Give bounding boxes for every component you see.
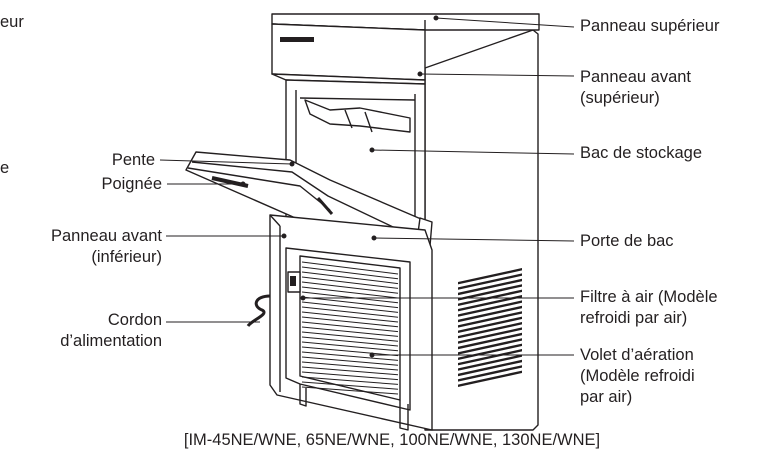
- vent-slot: [458, 311, 522, 328]
- vent-slot: [458, 316, 522, 333]
- vent-slot: [458, 273, 522, 290]
- model-caption: [IM-45NE/WNE, 65NE/WNE, 100NE/WNE, 130NE…: [183, 431, 601, 449]
- vent-slot: [458, 327, 522, 344]
- label-front-panel-lower: Panneau avant (inférieur): [51, 226, 162, 268]
- label-louver-line1: Volet d’aération: [580, 346, 694, 364]
- power-cord-shape: [246, 294, 271, 328]
- label-handle: Poignée: [101, 174, 162, 195]
- label-power-cord: Cordon d’alimentation: [60, 310, 162, 352]
- vent-slot: [458, 349, 522, 366]
- leader-storage-bin: [371, 149, 575, 155]
- vent-slot: [458, 365, 522, 382]
- vent-slot: [458, 354, 522, 371]
- label-storage-bin-text: Bac de stockage: [580, 144, 702, 162]
- clipped-text-middle: e: [0, 159, 10, 177]
- label-front-panel-upper-line1: Panneau avant: [580, 68, 692, 86]
- louver-slat: [301, 296, 399, 309]
- louver-slat: [301, 346, 399, 357]
- vent-slot: [458, 332, 522, 350]
- louver-slat: [301, 371, 399, 381]
- louver-slat: [301, 341, 399, 352]
- label-power-cord-line1: Cordon: [107, 311, 162, 329]
- label-front-panel-lower-line2: (inférieur): [91, 248, 162, 266]
- louver-slat: [301, 351, 399, 361]
- leader-top-panel: [435, 17, 575, 28]
- louver-slat: [301, 281, 399, 294]
- louver-slat: [301, 361, 399, 371]
- louver-slat: [301, 321, 399, 333]
- vent-slot: [458, 305, 522, 323]
- louver-slat: [301, 266, 399, 280]
- louver-slat: [301, 311, 399, 323]
- louver-slat: [301, 326, 399, 337]
- louver-slat: [301, 261, 399, 275]
- label-front-panel-upper: Panneau avant (supérieur): [580, 67, 691, 109]
- vent-slot: [458, 359, 522, 377]
- vent-slot: [458, 295, 522, 312]
- vent-slot: [458, 300, 522, 317]
- label-air-filter: Filtre à air (Modèle refroidi par air): [580, 287, 718, 329]
- label-louver-line2: (Modèle refroidi: [580, 367, 695, 385]
- vent-slot: [458, 284, 522, 301]
- louver-slat: [301, 331, 399, 342]
- label-storage-bin: Bac de stockage: [580, 143, 702, 164]
- louver-slat: [301, 301, 399, 313]
- label-handle-text: Poignée: [101, 175, 162, 193]
- label-power-cord-line2: d’alimentation: [60, 332, 162, 350]
- louver-slat: [301, 381, 399, 390]
- vent-slot: [458, 338, 522, 355]
- ice-chute: [304, 99, 411, 133]
- label-front-panel-upper-line2: (supérieur): [580, 89, 660, 107]
- label-top-panel: Panneau supérieur: [580, 16, 719, 37]
- louver-slat: [301, 376, 399, 385]
- label-louver-line3: par air): [580, 388, 633, 406]
- label-bin-door-text: Porte de bac: [580, 232, 674, 250]
- vent-slot: [458, 268, 522, 285]
- label-slope-text: Pente: [111, 151, 155, 169]
- logo-plate: [280, 37, 314, 42]
- louver-slat: [301, 366, 399, 376]
- louver-slat: [301, 276, 399, 289]
- louver-slat: [301, 306, 399, 318]
- louver-slat: [301, 316, 399, 328]
- front-panel-upper-shape: [271, 23, 426, 81]
- leader-bin-door: [373, 237, 575, 242]
- louver-slat: [301, 336, 399, 347]
- vent-slot: [458, 370, 522, 387]
- louver-slat: [301, 286, 399, 299]
- label-air-filter-line1: Filtre à air (Modèle: [580, 288, 718, 306]
- vent-slot: [458, 278, 522, 296]
- clipped-text-top: eur: [0, 13, 24, 31]
- vent-slot: [458, 343, 522, 360]
- louver-slat: [301, 386, 399, 395]
- leader-front-panel-upper: [419, 73, 575, 77]
- louver-slat: [301, 356, 399, 366]
- label-slope: Pente: [112, 150, 155, 171]
- label-front-panel-lower-line1: Panneau avant: [50, 227, 162, 245]
- label-louver: Volet d’aération (Modèle refroidi par ai…: [580, 345, 695, 408]
- label-air-filter-line2: refroidi par air): [580, 309, 688, 327]
- louver-slat: [301, 271, 399, 285]
- louver-slat: [301, 291, 399, 304]
- vent-slot: [458, 322, 522, 339]
- leader-slope: [159, 159, 293, 165]
- label-top-panel-text: Panneau supérieur: [580, 17, 720, 35]
- louver-slats: [301, 261, 399, 395]
- label-bin-door: Porte de bac: [580, 231, 674, 252]
